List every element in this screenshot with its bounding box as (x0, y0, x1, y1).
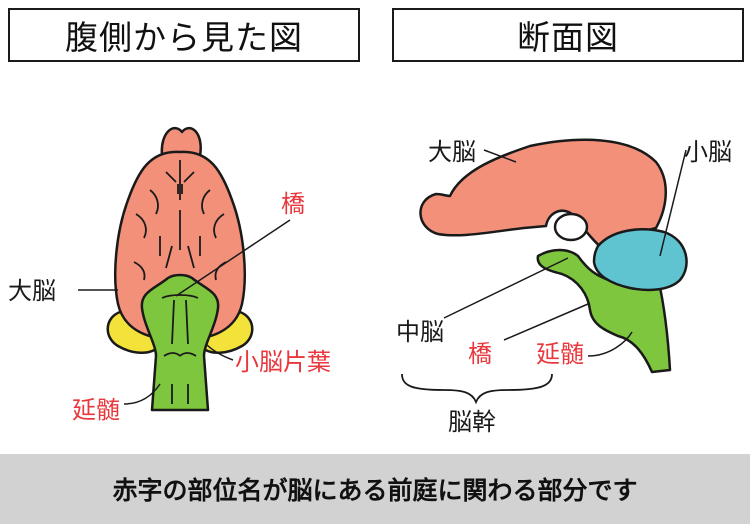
label-medulla-ventral: 延髄 (72, 396, 120, 424)
label-brainstem: 脳幹 (448, 408, 496, 436)
brain-diagram: 大脳 橋 小脳片葉 延髄 大脳 小脳 中脳 橋 延髄 脳幹 (8, 126, 732, 436)
cross-section-title: 断面図 (392, 8, 744, 62)
label-cerebellum: 小脳 (684, 138, 732, 166)
ventricle (553, 212, 589, 242)
ventral-view-title: 腹側から見た図 (8, 8, 360, 62)
right-leader-lines (443, 149, 687, 357)
label-pons-ventral: 橋 (281, 190, 305, 218)
cerebrum-section (419, 138, 667, 252)
olfactory-bulbs (160, 126, 202, 158)
caption-bar: 赤字の部位名が脳にある前庭に関わる部分です (0, 454, 750, 524)
caption-text: 赤字の部位名が脳にある前庭に関わる部分です (112, 476, 638, 505)
label-midbrain: 中脳 (396, 318, 444, 346)
cerebrum-fissures (133, 160, 227, 281)
label-flocculus: 小脳片葉 (235, 348, 331, 376)
label-medulla-section: 延髄 (536, 340, 584, 368)
brainstem-section (536, 248, 672, 374)
brainstem-ventral (140, 273, 220, 412)
label-cerebrum-ventral: 大脳 (8, 277, 56, 305)
brainstem-lines (161, 294, 199, 404)
ventral-view (106, 126, 254, 412)
left-leader-lines (78, 219, 291, 405)
label-pons-section: 橋 (468, 340, 492, 368)
brainstem-brace (401, 373, 553, 405)
cross-section (419, 138, 688, 374)
cerebellum-section (592, 228, 688, 292)
label-cerebrum-section: 大脳 (428, 138, 476, 166)
